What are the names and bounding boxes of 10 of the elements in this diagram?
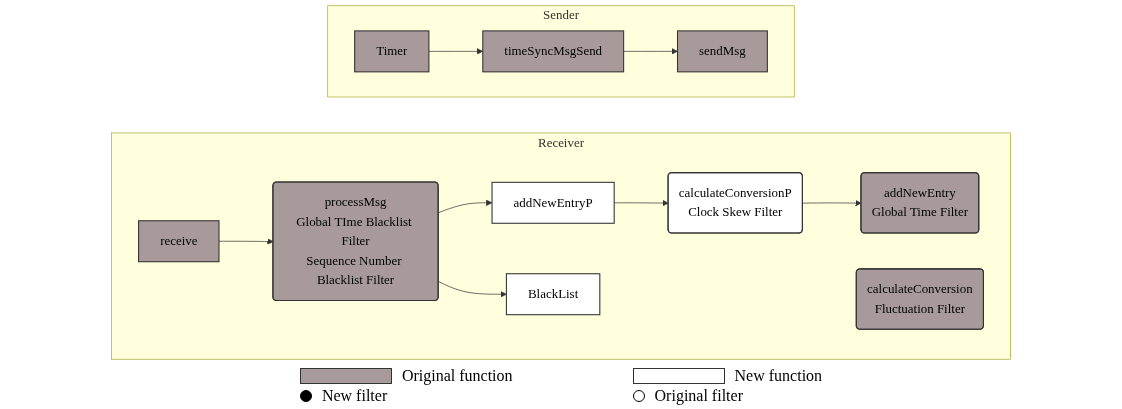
node-box: BlackList — [505, 273, 601, 316]
legend-text: New function — [734, 367, 823, 385]
node-box: addNewEntryP — [491, 181, 615, 224]
node-box: Timer — [354, 30, 430, 73]
legend-text: Original function — [401, 367, 513, 385]
legend-text: New filter — [321, 387, 388, 405]
node-box: timeSyncMsgSend — [482, 30, 625, 73]
legend-text: Original filter — [654, 387, 743, 405]
node-box: receive — [138, 220, 220, 263]
node-box: sendMsg — [677, 30, 768, 73]
